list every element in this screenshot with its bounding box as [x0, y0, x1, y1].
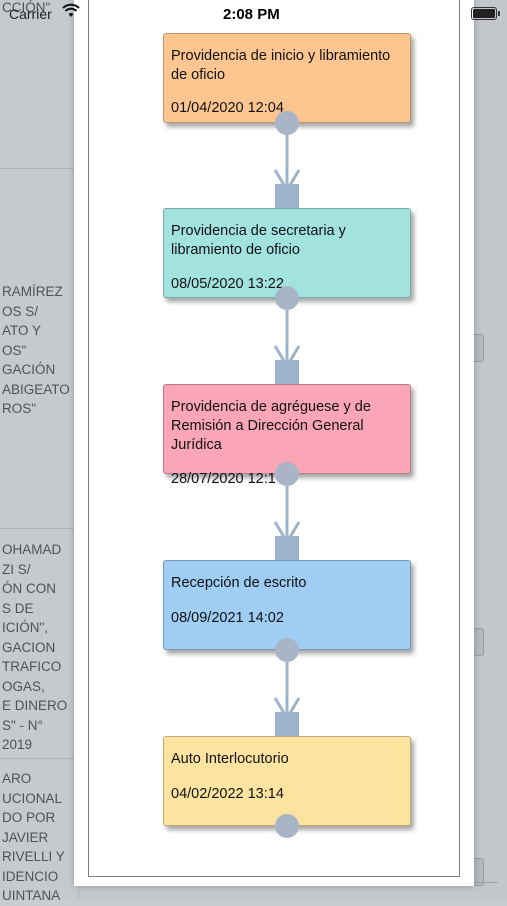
timeline-card-date: 04/02/2022 13:14	[171, 786, 284, 802]
connector-dot	[275, 462, 299, 486]
timeline-card-title: Providencia de inicio y libramiento de o…	[171, 48, 391, 83]
timeline-card-date: 01/04/2020 12:04	[171, 100, 284, 116]
connector-dot	[275, 814, 299, 838]
timeline-card[interactable]: Providencia de agréguese y de Remisión a…	[163, 384, 411, 487]
timeline-card[interactable]: Recepción de escrito 08/09/2021 14:02	[163, 560, 411, 650]
background-row-text: CCIÓN"	[2, 0, 51, 15]
connector-dot	[275, 111, 299, 135]
timeline-card[interactable]: Auto Interlocutorio 04/02/2022 13:14	[163, 736, 411, 826]
timeline-frame	[88, 0, 460, 877]
timeline-card-title: Recepción de escrito	[171, 575, 307, 591]
connector-dot	[275, 638, 299, 662]
timeline-card[interactable]: Providencia de secretaria y libramiento …	[163, 208, 411, 298]
timeline-card-date: 08/09/2021 14:02	[171, 610, 284, 626]
wifi-icon	[62, 3, 80, 23]
background-row-text: RAMÍREZ OS S/ ATO Y OS" GACIÓN ABIGEATO …	[2, 284, 70, 416]
status-time: 2:08 PM	[223, 6, 280, 23]
connector-square	[275, 536, 299, 560]
carrier-label: Carrier	[9, 6, 52, 22]
background-row-text: ARO UCIONAL DO POR JAVIER RIVELLI Y IDEN…	[2, 771, 65, 903]
timeline-card-title: Providencia de agréguese y de Remisión a…	[171, 399, 371, 453]
background-left-column	[0, 0, 79, 900]
timeline-card-title: Providencia de secretaria y libramiento …	[171, 223, 346, 258]
timeline-card-date: 08/05/2020 13:22	[171, 276, 284, 292]
connector-dot	[275, 286, 299, 310]
timeline-card-title: Auto Interlocutorio	[171, 751, 289, 767]
connector-square	[275, 184, 299, 208]
connector-square	[275, 712, 299, 736]
background-row-text: OHAMAD ZI S/ ÓN CON S DE ICIÓN", GACION …	[2, 542, 68, 752]
timeline-card[interactable]: Providencia de inicio y libramiento de o…	[163, 33, 411, 123]
background-right-column	[476, 0, 507, 900]
timeline-card-date: 28/07/2020 12:1	[171, 471, 276, 487]
connector-square	[275, 360, 299, 384]
status-bar: Carrier 2:08 PM	[0, 0, 507, 28]
battery-icon	[471, 7, 500, 20]
